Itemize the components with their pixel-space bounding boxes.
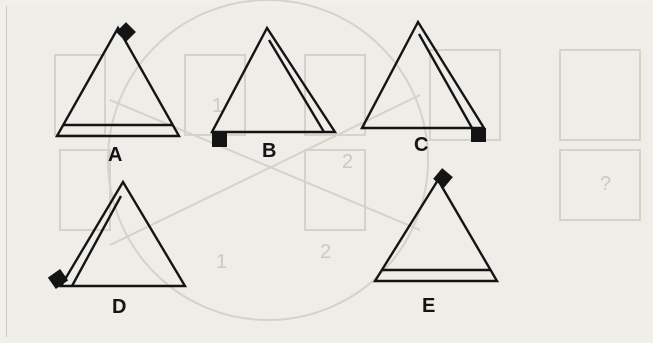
triangle-option-c[interactable] <box>360 19 487 142</box>
bleed-text: 1 2 1 2 ? <box>212 95 611 273</box>
bleed-box <box>59 149 111 231</box>
triangle-outline <box>58 179 188 288</box>
black-square-marker <box>471 128 486 142</box>
option-label-b[interactable]: B <box>262 140 277 162</box>
bleed-box <box>304 54 366 136</box>
paper-sheet <box>6 6 648 337</box>
triangle-outline <box>360 19 487 130</box>
double-line <box>417 33 474 129</box>
bleed-line <box>109 94 421 246</box>
triangle-outline <box>54 25 182 138</box>
bleed-digit: 2 <box>342 151 353 173</box>
black-square-marker <box>212 133 227 147</box>
option-label-e[interactable]: E <box>422 295 436 317</box>
bleed-digit: 1 <box>216 251 227 273</box>
double-line <box>70 195 123 287</box>
bleed-digit: 1 <box>212 95 223 117</box>
triangle-option-d[interactable] <box>47 179 188 290</box>
double-line <box>267 39 326 133</box>
bleed-box <box>559 49 641 141</box>
black-square-marker <box>116 22 136 42</box>
triangle-option-e[interactable] <box>372 168 500 283</box>
triangle-option-b[interactable] <box>210 25 338 147</box>
option-label-d[interactable]: D <box>112 296 127 318</box>
bleed-digit: 2 <box>320 241 331 263</box>
option-label-a[interactable]: A <box>108 144 123 166</box>
triangle-outline <box>210 25 338 134</box>
black-square-marker <box>47 268 69 290</box>
bleed-digit: ? <box>600 173 611 195</box>
bleed-box <box>429 49 501 141</box>
triangle-option-a[interactable] <box>54 22 182 138</box>
triangle-outline <box>372 177 500 283</box>
bleed-box <box>304 149 366 231</box>
black-square-marker <box>433 168 453 188</box>
option-label-c[interactable]: C <box>414 134 429 156</box>
bleed-through <box>54 0 641 321</box>
bleed-box <box>559 149 641 221</box>
bleed-circle <box>107 0 429 321</box>
bleed-line <box>109 99 421 231</box>
